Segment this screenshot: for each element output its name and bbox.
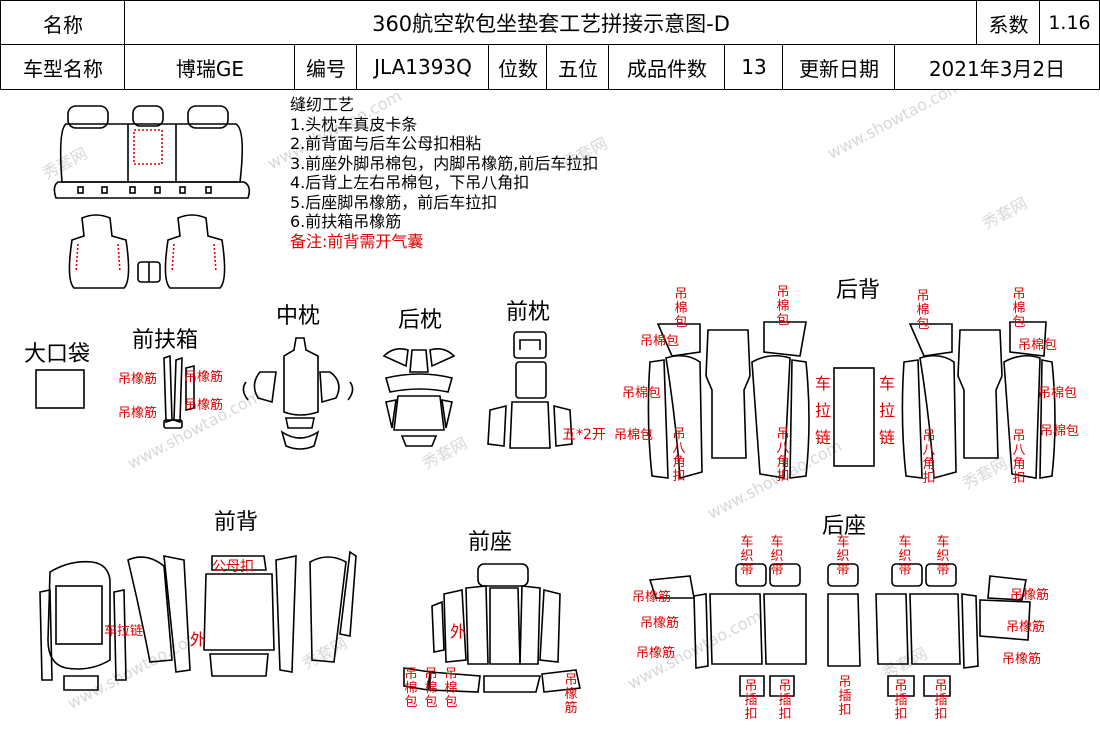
label-insert-buckle: 吊插扣 bbox=[778, 679, 792, 722]
name-label: 名称 bbox=[0, 0, 126, 46]
big-pocket-piece bbox=[35, 369, 85, 409]
section-front-back: 前背 bbox=[214, 510, 259, 535]
section-front-seat: 前座 bbox=[468, 530, 513, 555]
label-woven-strap: 车织带 bbox=[898, 535, 912, 578]
label-cotton-pack: 吊棉包 bbox=[674, 287, 688, 330]
label-male-female-buckle: 公母扣 bbox=[212, 559, 254, 575]
front-seat-pieces bbox=[403, 563, 581, 693]
label-insert-buckle: 吊插扣 bbox=[934, 679, 948, 722]
label-elastic: 吊橡筋 bbox=[1006, 620, 1046, 635]
middle-pillow-pieces bbox=[242, 337, 354, 450]
label-cotton-pack: 吊棉包 bbox=[444, 667, 458, 710]
label-zipper: 车拉链 bbox=[814, 374, 831, 447]
section-rear-pillow: 后枕 bbox=[398, 308, 443, 333]
label-zipper: 车拉链 bbox=[878, 374, 895, 447]
section-front-armrest: 前扶箱 bbox=[132, 328, 199, 353]
note-item-2: 2.前背面与后车公母扣相粘 bbox=[290, 134, 482, 153]
label-elastic: 吊橡筋 bbox=[564, 673, 578, 716]
label-cotton-pack: 吊棉包 bbox=[622, 386, 662, 401]
label-cotton-pack: 吊棉包 bbox=[916, 289, 930, 332]
label-zipper: 车拉链 bbox=[104, 624, 144, 639]
label-outer: 外 bbox=[190, 630, 207, 649]
label-insert-buckle: 吊插扣 bbox=[838, 675, 852, 718]
rear-back-left-pieces bbox=[647, 321, 810, 480]
label-cotton-pack: 吊棉包 bbox=[424, 667, 438, 710]
seats-label: 位数 bbox=[488, 44, 548, 90]
rear-pillow-pieces bbox=[382, 348, 456, 447]
label-woven-strap: 车织带 bbox=[770, 535, 784, 578]
label-elastic: 吊橡筋 bbox=[118, 372, 158, 387]
label-cotton-pack: 吊棉包 bbox=[1038, 386, 1078, 401]
note-item-1: 1.头枕车真皮卡条 bbox=[290, 114, 418, 134]
front-armrest-pieces bbox=[163, 354, 195, 429]
front-back-pieces bbox=[39, 550, 357, 691]
label-elastic: 吊橡筋 bbox=[636, 646, 676, 661]
section-rear-back: 后背 bbox=[836, 278, 881, 303]
code-label: 编号 bbox=[294, 44, 358, 90]
label-octagon-buckle: 吊八角扣 bbox=[776, 427, 790, 484]
note-item-4: 4.后背上左右吊棉包，下吊八角扣 bbox=[290, 173, 530, 192]
note-item-5: 5.后座脚吊橡筋，前后车拉扣 bbox=[290, 192, 498, 212]
label-cotton-pack: 吊棉包 bbox=[776, 285, 790, 328]
date-value: 2021年3月2日 bbox=[894, 44, 1100, 90]
model-label: 车型名称 bbox=[0, 44, 126, 90]
label-octagon-buckle: 吊八角扣 bbox=[922, 429, 936, 486]
label-elastic: 吊橡筋 bbox=[118, 406, 158, 421]
sewing-notes: 缝纫工艺 1.头枕车真皮卡条 2.前背面与后车公母扣相粘 3.前座外脚吊棉包，内… bbox=[290, 95, 598, 251]
notes-title: 缝纫工艺 bbox=[290, 95, 355, 114]
label-elastic: 吊橡筋 bbox=[632, 590, 672, 605]
note-item-6: 6.前扶箱吊橡筋 bbox=[290, 212, 402, 231]
pieces-label: 成品件数 bbox=[608, 44, 726, 90]
rear-back-center-pieces bbox=[833, 367, 875, 467]
label-woven-strap: 车织带 bbox=[740, 535, 754, 578]
front-pillow-pieces bbox=[487, 331, 573, 449]
front-seats-overview bbox=[68, 214, 226, 289]
section-rear-seat: 后座 bbox=[822, 514, 867, 539]
label-outer: 外 bbox=[450, 622, 467, 641]
label-insert-buckle: 吊插扣 bbox=[744, 679, 758, 722]
section-front-pillow: 前枕 bbox=[506, 300, 551, 325]
label-octagon-buckle: 吊八角扣 bbox=[672, 427, 686, 484]
label-woven-strap: 车织带 bbox=[936, 535, 950, 578]
note-item-3: 3.前座外脚吊棉包，内脚吊橡筋,前后车拉扣 bbox=[290, 153, 599, 173]
label-elastic: 吊橡筋 bbox=[1010, 588, 1050, 603]
code-value: JLA1393Q bbox=[356, 44, 490, 90]
label-elastic: 吊橡筋 bbox=[640, 616, 680, 631]
coeff-label: 系数 bbox=[976, 0, 1041, 46]
pieces-value: 13 bbox=[724, 44, 784, 90]
label-cotton-pack: 吊棉包 bbox=[1012, 287, 1026, 330]
label-cotton-pack: 吊棉包 bbox=[1040, 424, 1080, 439]
label-cotton-pack: 吊棉包 bbox=[1018, 338, 1058, 353]
label-cotton-pack: 吊棉包 bbox=[404, 667, 418, 710]
label-five-x2: 五*2开 bbox=[562, 427, 606, 443]
label-octagon-buckle: 吊八角扣 bbox=[1012, 429, 1026, 486]
rear-back-right-pieces bbox=[901, 321, 1056, 480]
section-big-pocket: 大口袋 bbox=[24, 342, 91, 367]
header-table: 名称 360航空软包坐垫套工艺拼接示意图-D 系数 1.16 车型名称 博瑞GE… bbox=[0, 0, 1100, 90]
date-label: 更新日期 bbox=[782, 44, 896, 90]
label-cotton-pack: 吊棉包 bbox=[640, 334, 680, 349]
label-woven-strap: 车织带 bbox=[836, 535, 850, 578]
label-insert-buckle: 吊插扣 bbox=[894, 679, 908, 722]
coeff-value: 1.16 bbox=[1039, 0, 1100, 46]
label-cotton-pack: 吊棉包 bbox=[614, 428, 654, 443]
section-middle-pillow: 中枕 bbox=[276, 304, 321, 329]
rear-bench-overview bbox=[53, 105, 251, 199]
label-elastic: 吊橡筋 bbox=[184, 398, 224, 413]
label-elastic: 吊橡筋 bbox=[184, 370, 224, 385]
label-elastic: 吊橡筋 bbox=[1002, 652, 1042, 667]
notes-remark: 备注:前背需开气囊 bbox=[290, 231, 424, 251]
rear-seat-pieces bbox=[648, 563, 1031, 697]
